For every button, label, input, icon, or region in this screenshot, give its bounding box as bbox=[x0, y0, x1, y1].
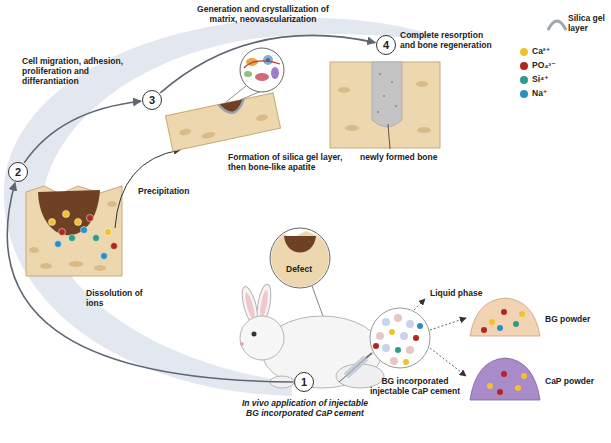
cell-zoom bbox=[226, 48, 284, 102]
part-label: Defect bbox=[286, 264, 326, 274]
rabbit bbox=[239, 283, 390, 388]
bone-with-defect bbox=[26, 186, 122, 276]
process-arrow bbox=[24, 101, 141, 163]
legend-text: Si⁴⁺ bbox=[532, 74, 549, 84]
callout-number: 2 bbox=[15, 166, 21, 178]
step-circle: 2 bbox=[8, 162, 28, 182]
process-caption: Dissolution of ions bbox=[86, 288, 148, 308]
process-arrow bbox=[7, 183, 293, 382]
part-label: newly formed bone bbox=[360, 152, 450, 162]
process-caption: Formation of silica gel layer, then bone… bbox=[228, 152, 346, 172]
part-label: BG powder bbox=[545, 314, 605, 324]
process-arrow bbox=[160, 35, 375, 92]
step-caption: In vivo application of injectable BG inc… bbox=[240, 398, 370, 418]
legend-text: PO₄³⁻ bbox=[532, 60, 556, 70]
part-label: CaP powder bbox=[545, 376, 605, 386]
callout-number: 3 bbox=[149, 94, 155, 106]
step-circle: 1 bbox=[294, 372, 314, 392]
legend-text: Na⁺ bbox=[532, 88, 547, 98]
legend-swatch bbox=[520, 48, 528, 56]
cap-powder-pile bbox=[470, 358, 540, 400]
step-circle: 4 bbox=[376, 35, 396, 55]
step-circle: 3 bbox=[142, 90, 162, 110]
bone-with-silica-layer bbox=[165, 93, 280, 151]
legend-swatch bbox=[520, 90, 528, 98]
bg-powder-pile bbox=[470, 298, 540, 336]
legend-swatch bbox=[520, 62, 528, 70]
legend-swatch bbox=[520, 76, 528, 84]
legend-gel-sample bbox=[548, 21, 566, 30]
arrow-label: Precipitation bbox=[138, 186, 208, 196]
callout-number: 1 bbox=[301, 376, 307, 388]
callout-number: 4 bbox=[383, 39, 389, 51]
step-caption: Complete resorption and bone regeneratio… bbox=[400, 30, 500, 50]
part-label: BG incorporated injectable CaP cement bbox=[365, 376, 465, 396]
part-label: Liquid phase bbox=[430, 288, 492, 298]
cement-zoom bbox=[370, 299, 466, 376]
step-caption: Generation and crystallization of matrix… bbox=[188, 4, 338, 24]
syringe bbox=[339, 353, 372, 382]
regenerated-bone bbox=[330, 62, 440, 149]
legend-text: Silica gel layer bbox=[568, 13, 608, 33]
step-caption: Cell migration, adhesion, proliferation … bbox=[22, 56, 147, 87]
legend-text: Ca²⁺ bbox=[532, 46, 550, 56]
